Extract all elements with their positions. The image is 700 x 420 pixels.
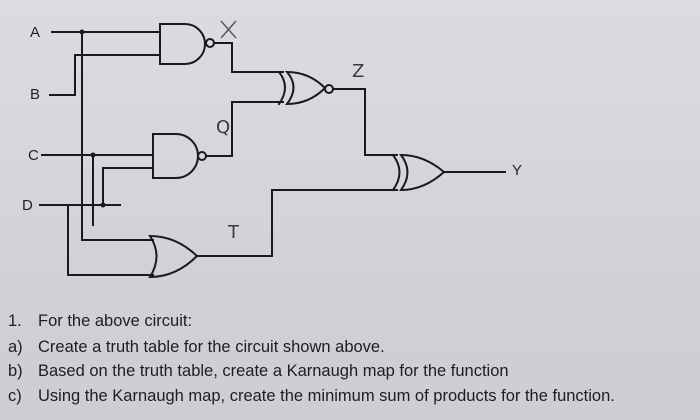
question-1-text: For the above circuit: (38, 312, 193, 330)
input-label-d: D (22, 197, 33, 214)
question-1: 1. For the above circuit: (8, 312, 192, 331)
and-gate-top-bubble (205, 38, 215, 48)
handwritten-label-q: Q (216, 117, 231, 138)
and-gate-top-body (159, 23, 206, 65)
xor-gate-upper-bubble (324, 84, 334, 94)
xor-gate-upper-body (284, 70, 327, 106)
question-c-text: Using the Karnaugh map, create the minim… (38, 387, 615, 405)
output-label-y: Y (512, 162, 523, 179)
or-gate-bottom-body (148, 234, 199, 279)
xor-gate-final-body (398, 153, 446, 192)
question-b-marker: b) (8, 362, 23, 380)
question-a: a) Create a truth table for the circuit s… (8, 338, 385, 357)
input-label-b: B (30, 86, 41, 103)
question-1-marker: 1. (8, 312, 22, 330)
input-label-c: C (28, 147, 39, 164)
handwritten-label-t: T (228, 222, 239, 243)
handwritten-x-mark (220, 20, 237, 39)
question-a-text: Create a truth table for the circuit sho… (38, 338, 385, 356)
nand-gate-middle-bubble (197, 151, 207, 161)
question-b: b) Based on the truth table, create a Kar… (8, 362, 509, 381)
input-label-a: A (30, 24, 41, 41)
question-a-marker: a) (8, 338, 23, 356)
question-c: c) Using the Karnaugh map, create the min… (8, 387, 615, 406)
question-c-marker: c) (8, 387, 22, 405)
question-b-text: Based on the truth table, create a Karna… (38, 362, 509, 380)
xor-gate-final-rear (391, 153, 401, 192)
nand-gate-middle-body (152, 133, 199, 179)
xor-gate-upper-rear (277, 70, 286, 106)
handwritten-label-z: Z (352, 61, 365, 82)
